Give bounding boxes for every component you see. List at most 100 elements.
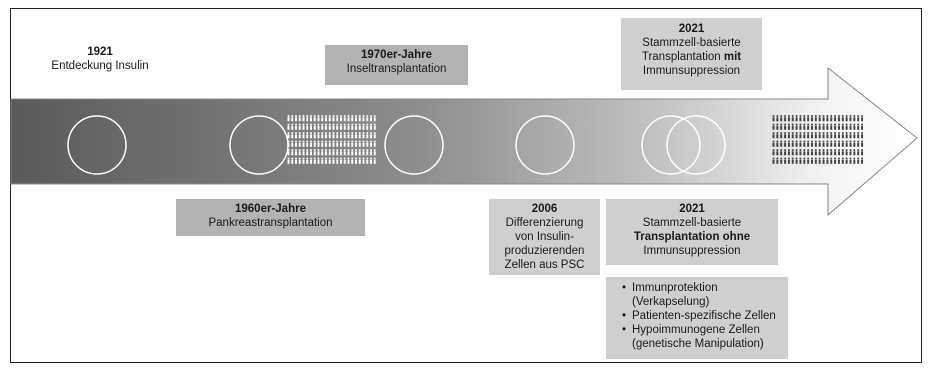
person-icon bbox=[325, 140, 327, 143]
person-icon bbox=[317, 134, 320, 139]
person-icon bbox=[814, 149, 817, 151]
person-icon bbox=[358, 123, 361, 126]
person-icon bbox=[787, 125, 790, 130]
person-icon bbox=[845, 149, 848, 151]
person-icon bbox=[772, 157, 775, 160]
person-icon bbox=[837, 125, 840, 130]
person-icon bbox=[799, 149, 802, 151]
person-icon bbox=[362, 149, 365, 151]
milestone-text: Inseltransplantation bbox=[346, 63, 447, 75]
person-icon bbox=[287, 125, 290, 130]
person-icon bbox=[795, 157, 798, 160]
person-icon bbox=[822, 123, 825, 126]
person-icon bbox=[302, 151, 305, 156]
person-icon bbox=[313, 151, 316, 156]
person-icon bbox=[317, 151, 320, 156]
person-icon bbox=[306, 134, 309, 139]
person-icon bbox=[861, 134, 864, 139]
person-icon bbox=[849, 134, 852, 139]
person-icon bbox=[332, 151, 335, 156]
person-icon bbox=[791, 151, 794, 156]
person-icon bbox=[313, 159, 316, 164]
person-icon bbox=[807, 140, 810, 143]
person-icon bbox=[355, 134, 357, 139]
person-icon bbox=[799, 123, 802, 126]
person-icon bbox=[302, 159, 305, 164]
person-icon bbox=[822, 151, 825, 156]
person-icon bbox=[351, 115, 354, 117]
person-icon bbox=[373, 151, 376, 156]
person-icon bbox=[784, 159, 787, 164]
person-icon bbox=[830, 134, 833, 139]
person-icon bbox=[358, 140, 361, 143]
person-icon bbox=[814, 123, 817, 126]
person-icon bbox=[845, 132, 848, 134]
person-icon bbox=[814, 159, 817, 164]
person-icon bbox=[857, 117, 860, 122]
person-icon bbox=[830, 123, 833, 126]
person-icon bbox=[373, 159, 376, 164]
person-icon bbox=[780, 157, 783, 160]
person-icon bbox=[291, 132, 294, 134]
person-icon bbox=[845, 134, 848, 139]
person-icon bbox=[340, 115, 342, 117]
person-icon bbox=[295, 149, 297, 151]
person-icon bbox=[861, 149, 864, 151]
person-icon bbox=[362, 159, 365, 164]
person-icon bbox=[336, 115, 339, 117]
person-icon bbox=[343, 115, 346, 117]
person-icon bbox=[849, 132, 852, 134]
person-icon bbox=[780, 149, 783, 151]
list-item: Patienten-spezifische Zellen bbox=[622, 309, 782, 323]
person-icon bbox=[332, 115, 335, 117]
person-icon bbox=[795, 159, 798, 164]
person-icon bbox=[780, 142, 783, 147]
person-icon bbox=[336, 123, 339, 126]
person-icon bbox=[343, 125, 346, 130]
person-icon bbox=[841, 132, 844, 134]
person-icon bbox=[295, 117, 297, 122]
person-icon bbox=[784, 142, 787, 147]
milestone-year: 2006 bbox=[531, 203, 558, 215]
person-icon bbox=[336, 117, 339, 122]
person-icon bbox=[780, 151, 783, 156]
person-icon bbox=[857, 159, 860, 164]
person-icon bbox=[787, 132, 790, 134]
person-icon bbox=[803, 151, 806, 156]
person-icon bbox=[370, 132, 372, 134]
person-icon bbox=[325, 115, 327, 117]
person-icon bbox=[857, 151, 860, 156]
person-icon bbox=[834, 125, 837, 130]
person-icon bbox=[370, 125, 372, 130]
person-icon bbox=[861, 123, 864, 126]
person-icon bbox=[355, 149, 357, 151]
person-icon bbox=[807, 125, 810, 130]
person-icon bbox=[849, 115, 852, 117]
person-icon bbox=[366, 157, 369, 160]
milestone-text: Stammzell-basierte bbox=[642, 217, 742, 229]
person-icon bbox=[295, 140, 297, 143]
person-icon bbox=[776, 140, 779, 143]
person-icon bbox=[340, 157, 342, 160]
person-icon bbox=[366, 115, 369, 117]
milestone-text-bold: mit bbox=[723, 51, 742, 63]
person-icon bbox=[826, 117, 829, 122]
person-icon bbox=[780, 134, 783, 139]
person-icon bbox=[358, 125, 361, 130]
person-icon bbox=[784, 151, 787, 156]
person-icon bbox=[287, 123, 290, 126]
person-icon bbox=[845, 123, 848, 126]
person-icon bbox=[362, 142, 365, 147]
person-icon bbox=[343, 123, 346, 126]
person-icon bbox=[321, 123, 324, 126]
person-icon bbox=[321, 157, 324, 160]
person-icon bbox=[857, 115, 860, 117]
person-icon bbox=[818, 142, 821, 147]
person-icon bbox=[791, 134, 794, 139]
person-icon bbox=[302, 149, 305, 151]
person-icon bbox=[853, 117, 856, 122]
person-icon bbox=[834, 151, 837, 156]
person-icon bbox=[795, 151, 798, 156]
person-icon bbox=[853, 134, 856, 139]
milestone-1970: 1970er-Jahre Inseltransplantation bbox=[325, 45, 468, 85]
